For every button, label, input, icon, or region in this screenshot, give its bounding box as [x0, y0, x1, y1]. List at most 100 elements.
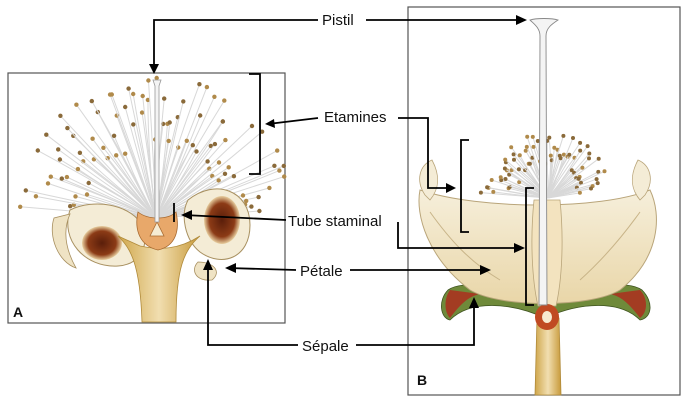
stamen-anther: [146, 78, 150, 82]
stamen-anther: [256, 195, 260, 199]
stamen-anther: [532, 145, 536, 149]
stamen-anther: [589, 187, 593, 191]
stamen-anther: [517, 167, 521, 171]
stamen-anther: [58, 114, 62, 118]
stamen-anther: [479, 191, 483, 195]
stamen-anther: [499, 175, 503, 179]
stamen-anther: [140, 110, 144, 114]
stamen-anther: [87, 181, 91, 185]
stamen-anther: [518, 153, 522, 157]
stamen-anther: [167, 139, 171, 143]
stamen-anther: [531, 135, 535, 139]
stamen-anther: [60, 176, 64, 180]
stamen-anther: [250, 124, 254, 128]
stamen-anther: [282, 174, 286, 178]
stamen-anther: [524, 149, 528, 153]
stamen-anther: [267, 186, 271, 190]
stamen-anther: [503, 167, 507, 171]
stamen-anther: [198, 113, 202, 117]
stamen-anther: [101, 146, 105, 150]
stamen-anther: [123, 152, 127, 156]
stamen-anther: [141, 94, 145, 98]
stamen-anther: [277, 168, 281, 172]
stamen-anther: [205, 85, 209, 89]
stamen-anther: [65, 126, 69, 130]
stamen-anther: [197, 82, 201, 86]
stamen-anther: [597, 157, 601, 161]
stamen-anther: [168, 120, 172, 124]
label-tube-staminal: Tube staminal: [288, 213, 382, 230]
stamen-anther: [504, 177, 508, 181]
stamen-anther: [131, 92, 135, 96]
stamen-anther: [528, 162, 532, 166]
stamen-anther: [56, 147, 60, 151]
stamen-anther: [74, 103, 78, 107]
stamen-anther: [275, 148, 279, 152]
stamen-anther: [217, 160, 221, 164]
stamen-anther: [223, 172, 227, 176]
stamen-anther: [181, 99, 185, 103]
stamen-anther: [603, 169, 607, 173]
stamen-anther: [58, 157, 62, 161]
stamen-anther: [73, 194, 77, 198]
panel-a-letter: A: [13, 304, 23, 320]
stamen-anther: [549, 154, 553, 158]
stamen-anther: [213, 142, 217, 146]
stamen-anther: [126, 86, 130, 90]
stamen-anther: [547, 136, 551, 140]
stamen-anther: [90, 137, 94, 141]
stamen-anther: [34, 194, 38, 198]
stamen-anther: [577, 177, 581, 181]
stamen-anther: [85, 192, 89, 196]
panel-b-letter: B: [417, 372, 427, 388]
stamen-anther: [595, 177, 599, 181]
label-etamines: Etamines: [324, 109, 387, 126]
stamen-anther: [78, 151, 82, 155]
panel-b: B: [408, 7, 680, 395]
stamen-anther: [586, 144, 590, 148]
stamen-anther: [503, 158, 507, 162]
stamen-anther: [272, 164, 276, 168]
stamen-anther: [222, 98, 226, 102]
stamen-anther: [155, 76, 159, 80]
stamen-anther: [282, 164, 286, 168]
stamen-anther: [227, 165, 231, 169]
stamen-anther: [509, 145, 513, 149]
stamen-anther: [18, 205, 22, 209]
stamen-anther: [110, 92, 114, 96]
stamen-anther: [46, 181, 50, 185]
label-pistil: Pistil: [322, 12, 354, 29]
stamen-anther: [512, 158, 516, 162]
stamen-anther: [49, 175, 53, 179]
stamen-anther: [578, 191, 582, 195]
stamen-anther: [596, 181, 600, 185]
stamen-anther: [24, 188, 28, 192]
stamen-anther: [587, 152, 591, 156]
stamen-anther: [241, 193, 245, 197]
stamen-anther: [485, 185, 489, 189]
stamen-anther: [249, 204, 253, 208]
stamen-anther: [185, 139, 189, 143]
stamen-anther: [491, 190, 495, 194]
stamen-anther: [587, 156, 591, 160]
label-sepale: Sépale: [302, 338, 349, 355]
stamen-anther: [571, 136, 575, 140]
stamen-anther: [90, 99, 94, 103]
stamen-anther: [578, 149, 582, 153]
stamen-anther: [65, 175, 69, 179]
stamen-anther: [257, 209, 261, 213]
stamen-anther: [490, 178, 494, 182]
stamen-anther: [525, 145, 529, 149]
stamen-anther: [205, 159, 209, 163]
stamen-anther: [112, 134, 116, 138]
stamen-anther: [525, 135, 529, 139]
stamen-anther: [36, 148, 40, 152]
label-petale: Pétale: [300, 263, 343, 280]
stamen-anther: [162, 96, 166, 100]
stamen-anther: [131, 122, 135, 126]
stamen-anther: [123, 105, 127, 109]
stamen-anther: [44, 133, 48, 137]
stamen-anther: [76, 167, 80, 171]
stamen-anther: [223, 138, 227, 142]
